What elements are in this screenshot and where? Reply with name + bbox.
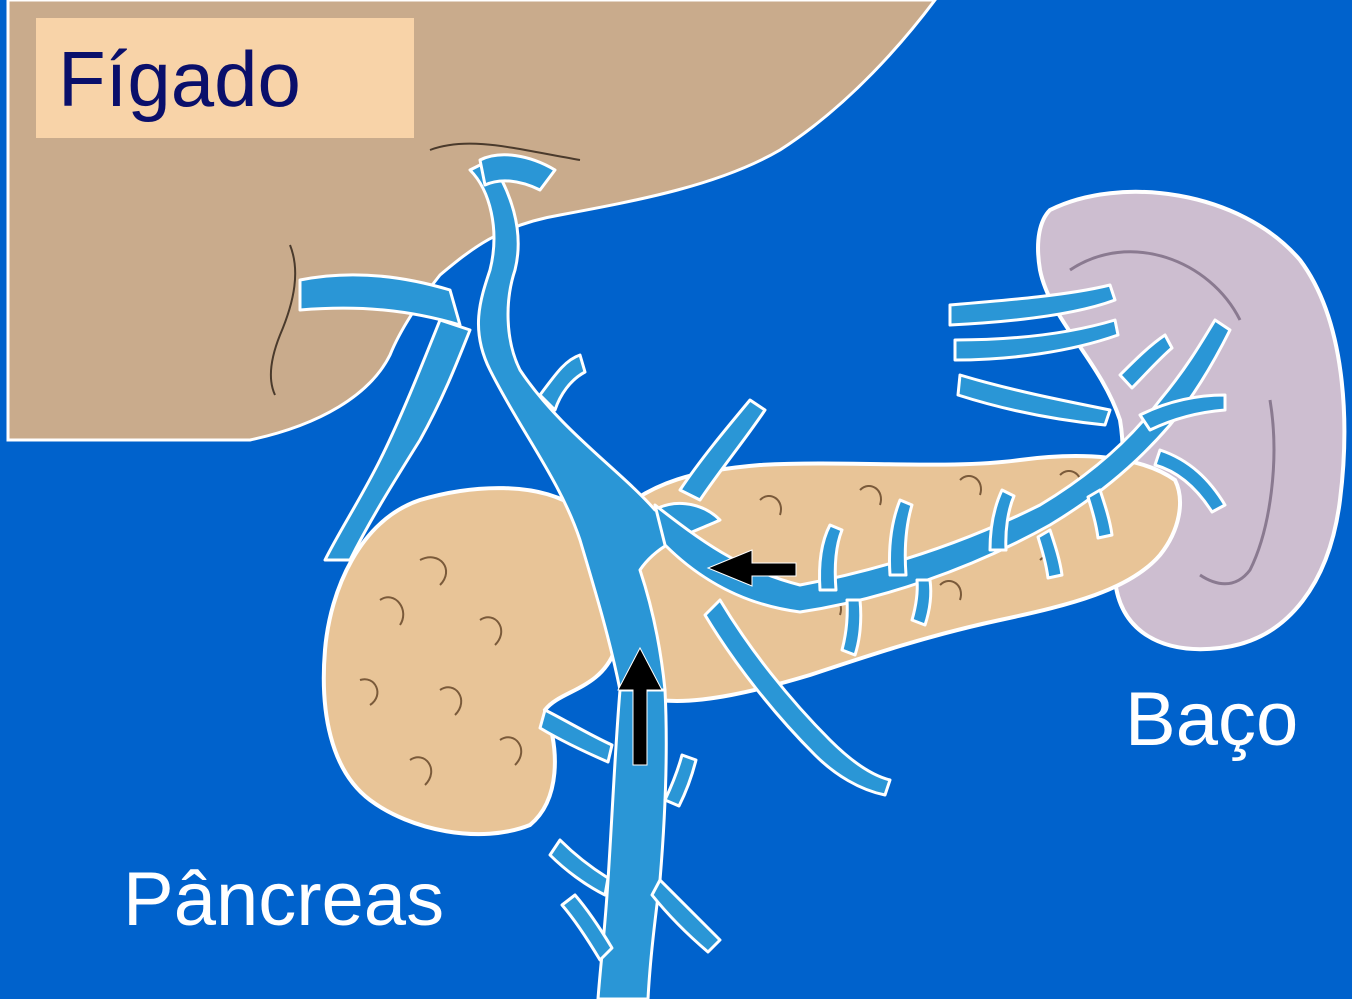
liver-label: Fígado <box>58 40 301 118</box>
smv-branch <box>550 840 608 895</box>
pancreas-head-shape <box>324 488 616 834</box>
short-gastric-vein <box>958 375 1110 425</box>
smv-branch <box>665 755 696 806</box>
pancreas-label: Pâncreas <box>123 862 444 938</box>
small-vein-branch <box>540 355 585 410</box>
smv-branch <box>652 880 720 952</box>
spleen-label: Baço <box>1125 682 1298 758</box>
